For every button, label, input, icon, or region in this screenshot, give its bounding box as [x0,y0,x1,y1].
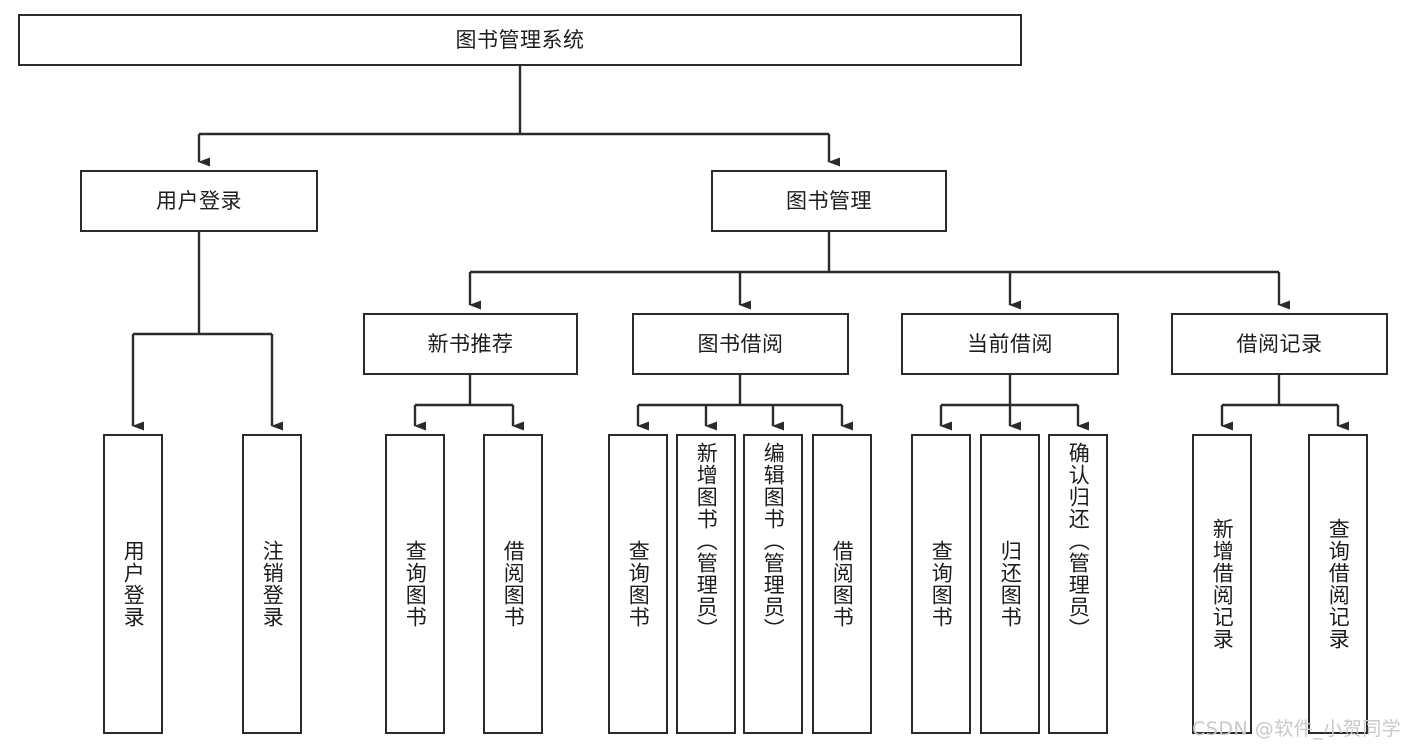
csdn-watermark: CSDN @软件_小贺同学 [1192,718,1402,740]
node-leaf-query-book-1-label: 查询图书 [403,540,428,628]
node-leaf-query-record[interactable]: 查询借阅记录 [1308,434,1368,734]
node-leaf-query-book-1[interactable]: 查询图书 [385,434,445,734]
node-leaf-query-record-label: 查询借阅记录 [1326,518,1351,650]
node-leaf-borrow-book-2-label: 借阅图书 [830,540,855,628]
node-leaf-user-login-label: 用户登录 [121,540,146,628]
node-book-borrow-label: 图书借阅 [697,331,784,356]
node-current-borrow[interactable]: 当前借阅 [901,313,1119,375]
node-user-login[interactable]: 用户登录 [80,170,318,232]
node-book-manage-label: 图书管理 [786,188,872,213]
node-borrow-record[interactable]: 借阅记录 [1171,313,1388,375]
node-leaf-query-book-3-label: 查询图书 [929,540,954,628]
node-leaf-query-book-2[interactable]: 查询图书 [608,434,668,734]
node-current-borrow-label: 当前借阅 [967,331,1053,356]
node-leaf-edit-book-label: 编辑图书（管理员） [761,442,786,640]
node-leaf-add-record-label: 新增借阅记录 [1210,518,1235,650]
node-new-book-recommend-label: 新书推荐 [427,331,514,356]
node-leaf-borrow-book-1[interactable]: 借阅图书 [483,434,543,734]
node-leaf-return-book[interactable]: 归还图书 [980,434,1040,734]
node-user-login-label: 用户登录 [156,188,242,213]
node-leaf-confirm-return[interactable]: 确认归还（管理员） [1048,434,1108,734]
node-leaf-logout-label: 注销登录 [260,540,285,628]
node-leaf-add-book[interactable]: 新增图书（管理员） [676,434,736,734]
node-leaf-confirm-return-label: 确认归还（管理员） [1066,442,1091,640]
node-leaf-query-book-3[interactable]: 查询图书 [911,434,971,734]
node-leaf-add-book-label: 新增图书（管理员） [694,442,719,640]
node-leaf-return-book-label: 归还图书 [998,540,1023,628]
node-leaf-edit-book[interactable]: 编辑图书（管理员） [743,434,803,734]
node-leaf-user-login[interactable]: 用户登录 [103,434,163,734]
node-root[interactable]: 图书管理系统 [18,14,1022,66]
node-borrow-record-label: 借阅记录 [1236,331,1323,356]
node-book-borrow[interactable]: 图书借阅 [632,313,849,375]
node-leaf-borrow-book-2[interactable]: 借阅图书 [812,434,872,734]
node-book-manage[interactable]: 图书管理 [711,170,947,232]
node-new-book-recommend[interactable]: 新书推荐 [363,313,578,375]
node-leaf-borrow-book-1-label: 借阅图书 [501,540,526,628]
node-leaf-query-book-2-label: 查询图书 [626,540,651,628]
node-leaf-add-record[interactable]: 新增借阅记录 [1192,434,1252,734]
node-root-label: 图书管理系统 [455,27,585,52]
node-leaf-logout[interactable]: 注销登录 [242,434,302,734]
